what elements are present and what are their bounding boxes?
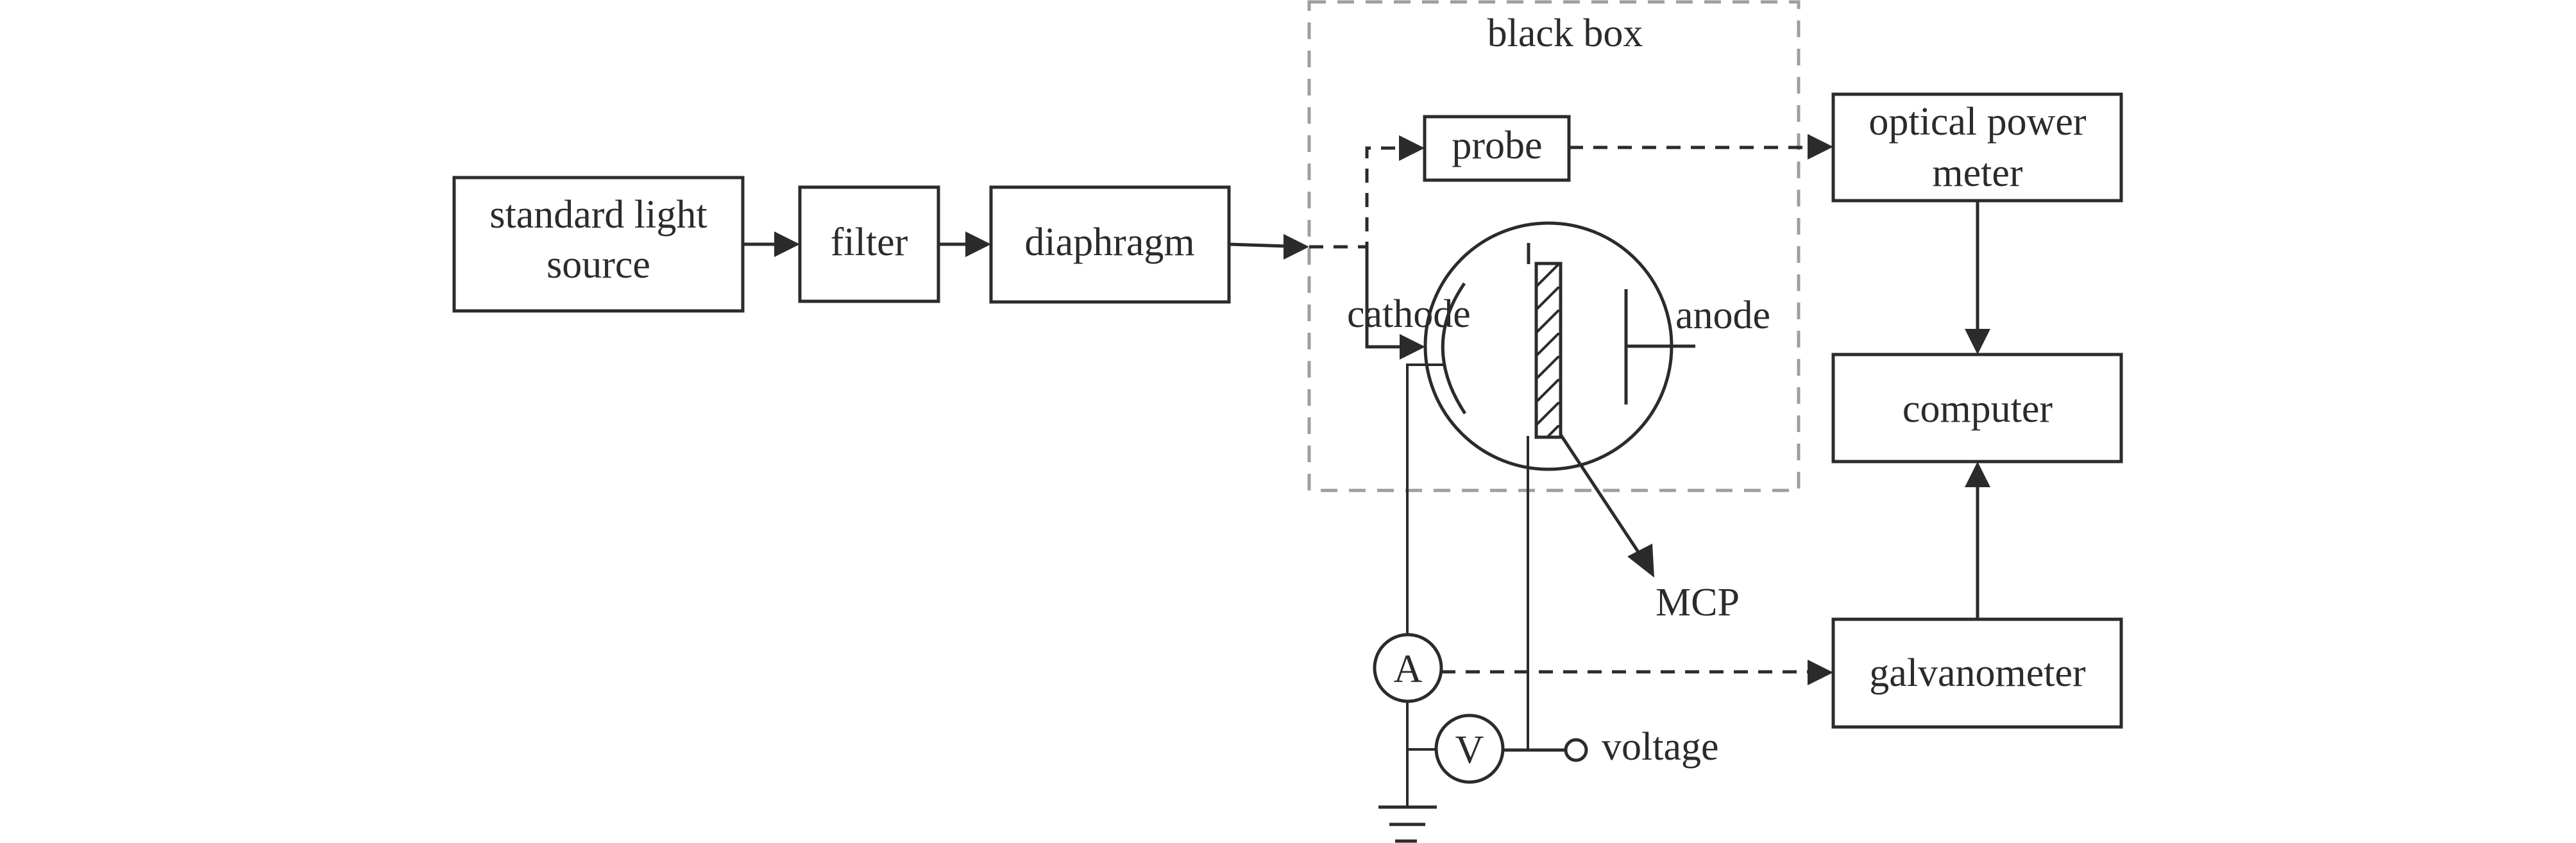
arrow-source-to-filter bbox=[743, 231, 800, 257]
diaphragm-block[interactable]: diaphragm bbox=[989, 185, 1231, 304]
optical-power-meter-block[interactable]: optical power meter bbox=[1831, 92, 2123, 203]
dashed-arrow-ammeter-to-galvanometer bbox=[1441, 660, 1833, 685]
dashed-path-to-probe bbox=[1309, 135, 1425, 249]
ammeter-symbol: A bbox=[1394, 647, 1423, 691]
dashed-arrow-probe-to-power-meter bbox=[1569, 134, 1833, 160]
standard-light-source-label-line2: source bbox=[547, 243, 650, 287]
cathode-label: cathode bbox=[1347, 292, 1471, 336]
anode-label: anode bbox=[1675, 294, 1770, 337]
computer-label: computer bbox=[1902, 387, 2053, 431]
voltage-terminal[interactable] bbox=[1564, 738, 1588, 762]
ground-icon bbox=[1378, 805, 1437, 843]
filter-label: filter bbox=[831, 221, 908, 264]
arrow-power-meter-to-computer bbox=[1965, 201, 1990, 355]
computer-block[interactable]: computer bbox=[1831, 353, 2123, 463]
diaphragm-label: diaphragm bbox=[1024, 221, 1194, 264]
voltmeter[interactable]: V bbox=[1434, 714, 1505, 784]
voltage-label: voltage bbox=[1602, 725, 1719, 769]
optical-power-meter-label-line1: optical power bbox=[1868, 100, 2087, 144]
probe-block[interactable]: probe bbox=[1423, 115, 1571, 182]
galvanometer-label: galvanometer bbox=[1869, 651, 2086, 695]
cathode-electrode bbox=[1441, 282, 1467, 415]
optical-power-meter-label-line2: meter bbox=[1932, 151, 2022, 195]
galvanometer-block[interactable]: galvanometer bbox=[1831, 617, 2123, 729]
arrow-to-cathode bbox=[1365, 247, 1425, 360]
black-box-label: black box bbox=[1487, 12, 1643, 55]
image-tube bbox=[1423, 221, 1695, 471]
mcp-plate bbox=[1534, 262, 1563, 439]
filter-block[interactable]: filter bbox=[798, 185, 940, 303]
cathode-wire bbox=[1406, 363, 1444, 635]
arrow-galvanometer-to-computer bbox=[1965, 462, 1990, 619]
arrow-diaphragm-to-black-box bbox=[1228, 234, 1309, 260]
voltmeter-symbol: V bbox=[1455, 728, 1484, 772]
arrow-filter-to-diaphragm bbox=[938, 231, 991, 257]
mcp-label: MCP bbox=[1656, 581, 1740, 624]
standard-light-source-block[interactable]: standard light source bbox=[452, 176, 745, 313]
mcp-pointer-arrow bbox=[1559, 433, 1654, 578]
standard-light-source-label-line1: standard light bbox=[489, 193, 707, 237]
ammeter[interactable]: A bbox=[1373, 633, 1443, 703]
probe-label: probe bbox=[1452, 124, 1542, 167]
black-box-border bbox=[1307, 0, 1801, 492]
